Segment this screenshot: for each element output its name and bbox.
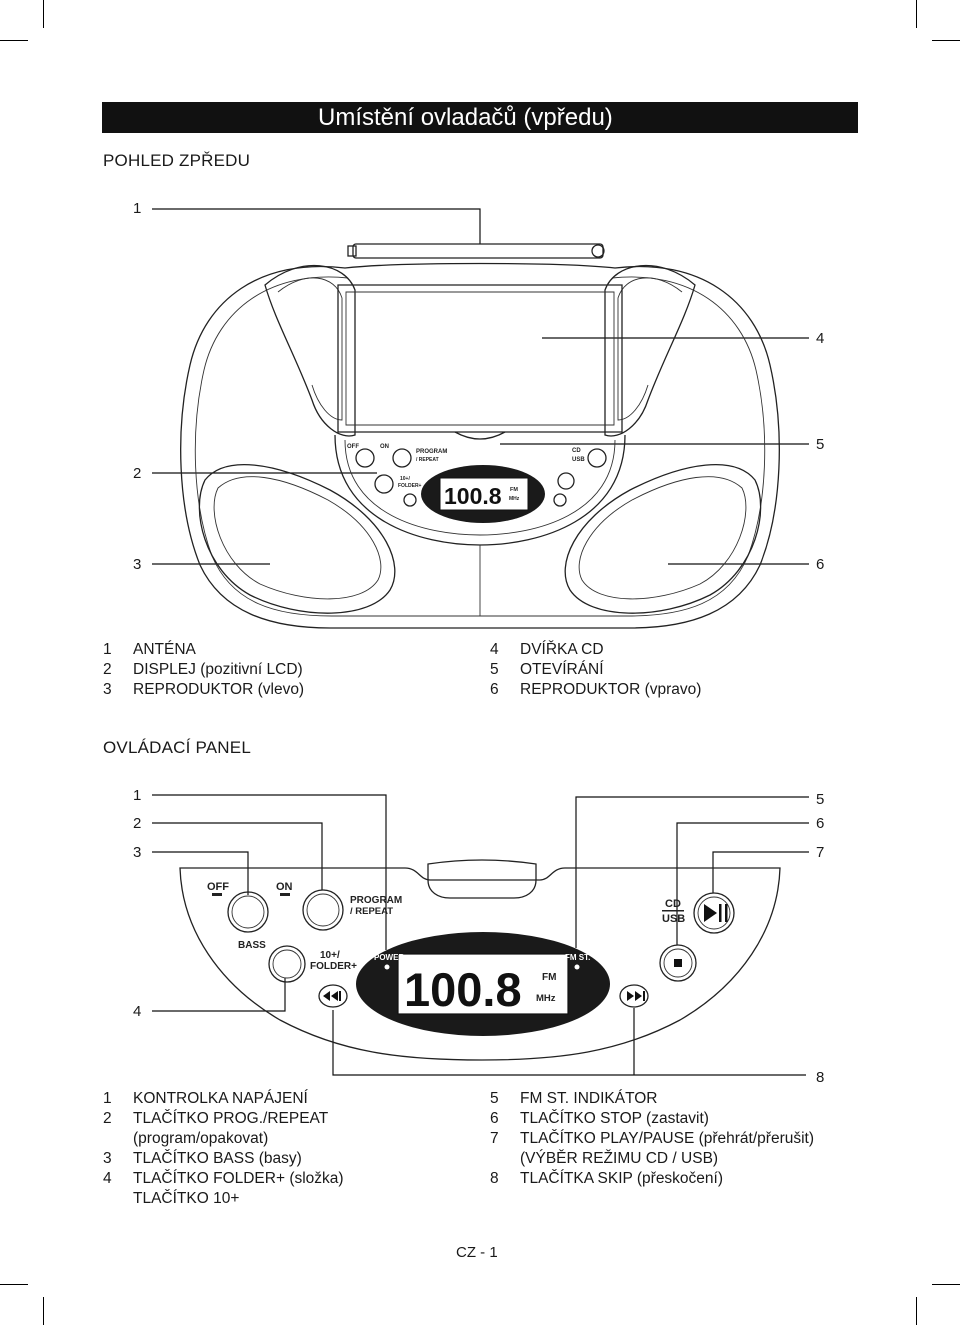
off-label: OFF [207, 881, 229, 893]
callout-number: 8 [816, 1069, 825, 1086]
crop-mark [43, 1297, 44, 1325]
folder-label: FOLDER+ [398, 483, 422, 489]
crop-mark [0, 1284, 28, 1285]
usb-label: USB [572, 457, 585, 463]
callout-number: 5 [816, 436, 825, 453]
callout-number: 3 [133, 844, 142, 861]
program-label: PROGRAM [416, 449, 447, 455]
lcd-frequency: 100.8 [404, 963, 522, 1016]
crop-mark [932, 40, 960, 41]
crop-mark [932, 1284, 960, 1285]
title-banner [102, 102, 858, 133]
on-label: ON [276, 881, 293, 893]
repeat-label: / REPEAT [350, 906, 393, 917]
on-label: ON [380, 444, 389, 450]
callout-number: 1 [133, 787, 142, 804]
crop-mark [916, 0, 917, 28]
crop-mark [0, 40, 28, 41]
fm-st-label: FM ST. [565, 953, 590, 962]
program-label: PROGRAM [350, 895, 402, 906]
callout-number: 2 [133, 465, 142, 482]
fm-label: FM [510, 487, 518, 493]
repeat-label: / REPEAT [416, 457, 439, 463]
folder-label: 10+/ [320, 950, 340, 961]
lcd-frequency: 100.8 [444, 483, 502, 509]
power-label: POWER [374, 953, 404, 962]
callout-number: 3 [133, 556, 142, 573]
off-label: OFF [347, 444, 359, 450]
front-view-heading: POHLED ZPŘEDU [103, 151, 251, 170]
crop-mark [916, 1297, 917, 1325]
callout-number: 4 [816, 330, 825, 347]
control-panel-heading: OVLÁDACÍ PANEL [103, 738, 251, 757]
callout-number: 7 [816, 844, 825, 861]
callout-number: 2 [133, 815, 142, 832]
callout-number: 4 [133, 1003, 142, 1020]
page-title: Umístění ovladačů (vpředu) [318, 104, 613, 131]
legend-item: (VÝBĚR REŽIMU CD / USB) [520, 1150, 719, 1167]
legend-item: TLAČÍTKO 10+ [133, 1190, 240, 1207]
callout-number: 5 [816, 791, 825, 808]
cd-label: CD [665, 898, 681, 910]
fm-st-indicator [574, 964, 580, 970]
folder-label: FOLDER+ [310, 961, 357, 972]
mhz-label: MHz [536, 993, 556, 1004]
folder-label: 10+/ [400, 476, 410, 482]
crop-mark [43, 0, 44, 28]
bass-label: BASS [238, 940, 266, 951]
callout-number: 6 [816, 556, 825, 573]
power-indicator [384, 964, 390, 970]
cd-label: CD [572, 448, 581, 454]
callout-number: 1 [133, 200, 142, 217]
usb-label: USB [662, 913, 685, 925]
legend-item: (program/opakovat) [133, 1130, 269, 1147]
page-number: CZ - 1 [456, 1244, 498, 1261]
mhz-label: MHz [509, 496, 520, 502]
callout-number: 6 [816, 815, 825, 832]
fm-label: FM [542, 972, 556, 983]
